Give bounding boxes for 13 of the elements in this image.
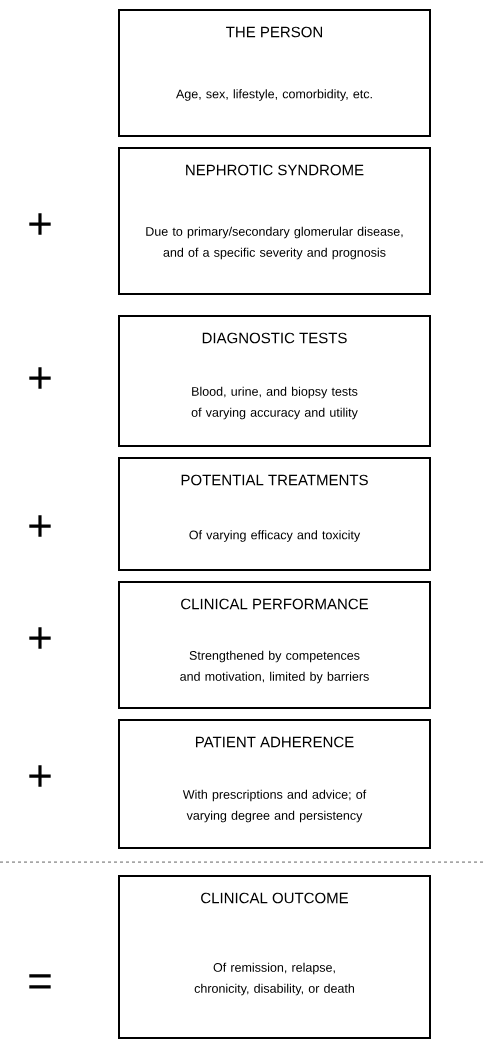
text-box: NEPHROTIC SYNDROME Due to primary/secondary glomerular disease, and of a specific severity and prognosis [118,147,431,295]
operator-sign: + [29,627,51,649]
operator-sign: + [29,213,51,235]
text-box: CLINICAL PERFORMANCE Strengthened by competences and motivation, limited by barriers [118,581,431,709]
text-box: POTENTIAL TREATMENTS Of varying efficacy and toxicity [118,457,431,571]
text-box: DIAGNOSTIC TESTS Blood, urine, and biopsy tests of varying accuracy and utility [118,315,431,447]
operator-sign: + [29,515,51,537]
text-box: CLINICAL OUTCOME Of remission, relapse, chronicity, disability, or death [118,875,431,1039]
operator-sign: + [29,367,51,389]
text-box: PATIENT ADHERENCE With prescriptions and advice; of varying degree and persistency [118,719,431,849]
text-box: THE PERSON Age, sex, lifestyle, comorbidity, etc. [118,9,431,137]
operator-sign: + [29,765,51,787]
operator-sign: = [29,974,51,989]
